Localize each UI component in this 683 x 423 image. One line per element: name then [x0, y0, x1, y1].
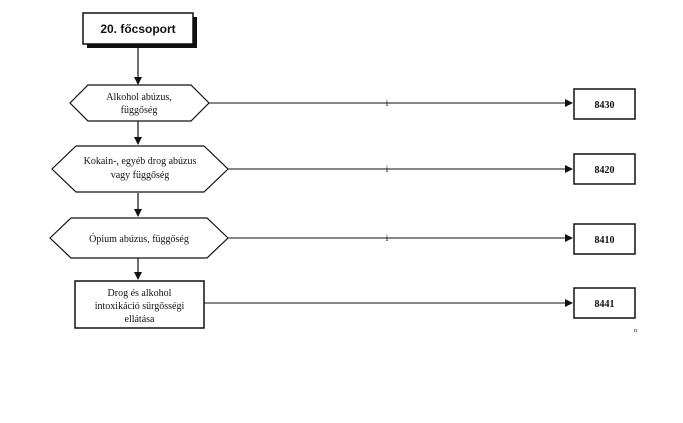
decision-2-branch-label: i — [386, 164, 389, 174]
title-text: 20. főcsoport — [100, 22, 175, 36]
decision-3-branch-label: i — [386, 233, 389, 243]
decision-2-line-1: Kokain-, egyéb drog abúzus — [84, 156, 197, 167]
code-8430: 8430 — [595, 100, 615, 111]
process-step-line-3: ellátása — [125, 314, 156, 325]
process-step-box — [74, 280, 205, 329]
code-box-8441 — [573, 287, 636, 319]
decision-3-line-1: Ópium abúzus, függőség — [89, 233, 189, 245]
code-box-8410 — [573, 223, 636, 255]
code-8420: 8420 — [595, 165, 615, 176]
code-8441: 8441 — [595, 299, 615, 310]
decision-2-hexagon — [51, 145, 229, 193]
decision-1-line-2: függőség — [121, 105, 158, 116]
code-box-8430 — [573, 88, 636, 120]
footnote-mark: n — [634, 328, 637, 334]
title-box — [82, 12, 194, 45]
code-box-8420 — [573, 153, 636, 185]
decision-2-line-2: vagy függőség — [111, 170, 170, 181]
code-8410: 8410 — [595, 235, 615, 246]
decision-1-line-1: Alkohol abúzus, — [106, 92, 172, 103]
process-step-line-2: intoxikáció sürgősségi — [95, 301, 185, 312]
decision-1-branch-label: i — [386, 98, 389, 108]
process-step-line-1: Drog és alkohol — [108, 288, 172, 299]
